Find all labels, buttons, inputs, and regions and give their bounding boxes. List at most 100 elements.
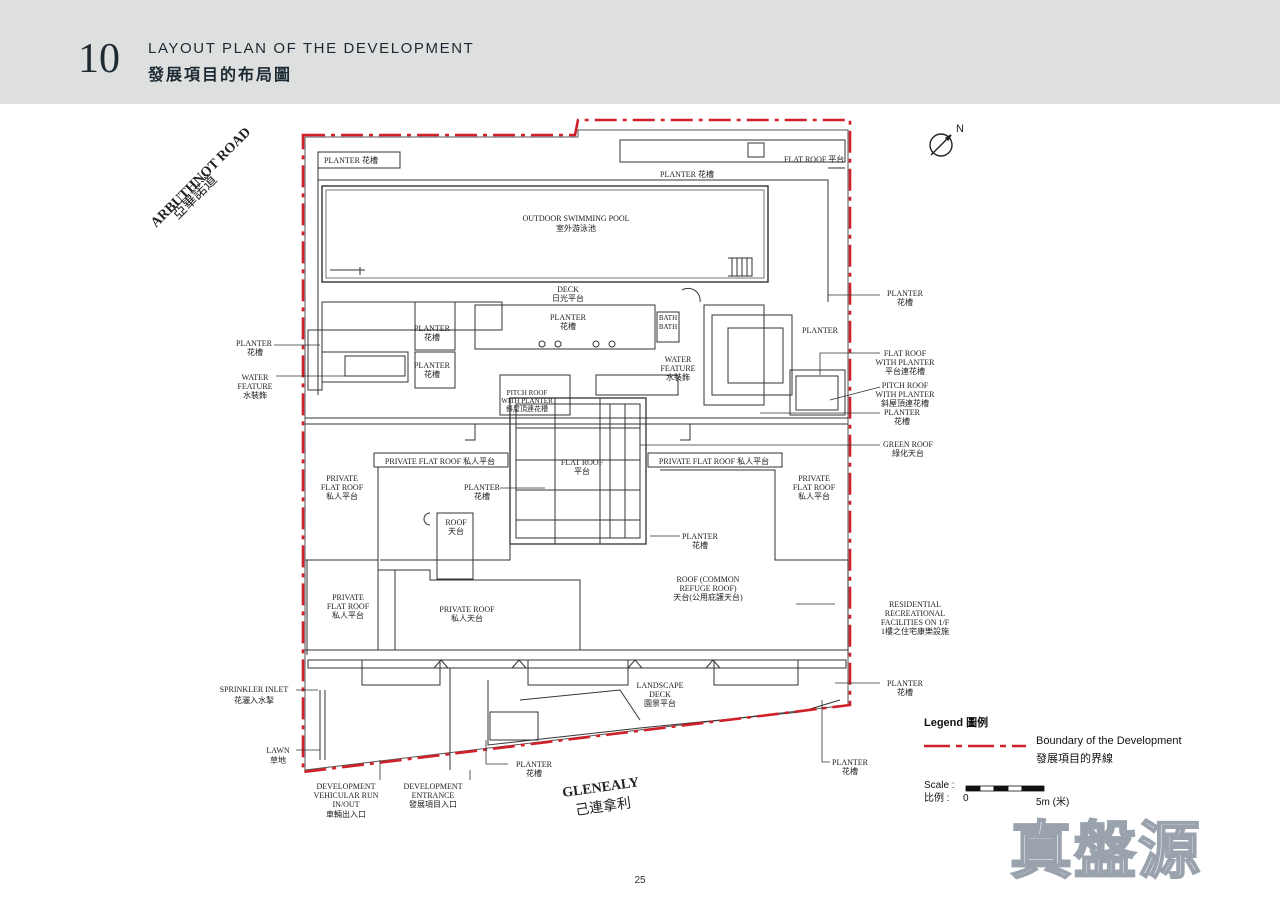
planter-label-bottom-center-zh: 花槽 [526, 768, 542, 778]
scale-start-label: 0 [963, 793, 969, 804]
pitch-roof-label: WITH PLANTER [501, 397, 553, 405]
private-flat-roof-left: PRIVATE [326, 474, 358, 483]
planter-label-bottom: PLANTER [832, 758, 869, 767]
landscape-deck-label: DECK [649, 690, 671, 699]
vehicular-run-label: VEHICULAR RUN [313, 791, 378, 800]
water-feature-label: WATER [665, 355, 692, 364]
planter-label-bottom-right-zh: 花槽 [897, 687, 913, 697]
legend-title: Legend 圖例 [924, 717, 989, 729]
flat-roof-core-label-zh: 平台 [574, 466, 590, 476]
development-entrance-label: ENTRANCE [412, 791, 455, 800]
section-number: 10 [78, 36, 120, 82]
planter-label-top-left: PLANTER 花槽 [324, 155, 378, 165]
landscape-deck-label: LANDSCAPE [636, 681, 683, 690]
green-roof-label: GREEN ROOF [883, 440, 934, 449]
scale-bar [965, 785, 1045, 792]
water-feature-label-left-zh: 水裝飾 [243, 390, 267, 400]
lawn-label-zh: 草地 [270, 755, 286, 765]
page-header: 10 LAYOUT PLAN OF THE DEVELOPMENT 發展項目的布… [0, 0, 1280, 104]
private-flat-roof-right: PRIVATE [798, 474, 830, 483]
sprinkler-inlet-label-zh: 花灑入水掣 [234, 695, 274, 705]
planter-label-right-zh: 花槽 [897, 297, 913, 307]
planter-label-right: PLANTER [887, 289, 924, 298]
planter-label-right-2: PLANTER [884, 408, 921, 417]
planter-label: PLANTER [414, 324, 451, 333]
flat-roof-label-top: FLAT ROOF 平台 [784, 154, 844, 164]
residential-facilities-label: RECREATIONAL [885, 609, 946, 618]
residential-facilities-label: RESIDENTIAL [889, 600, 941, 609]
pitch-roof-label-right-zh: 斜屋頂連花槽 [881, 398, 929, 408]
flat-roof-planter-label: WITH PLANTER [876, 358, 936, 367]
page-number: 25 [634, 875, 646, 886]
private-flat-roof-left: FLAT ROOF [321, 483, 364, 492]
private-flat-roof-right: FLAT ROOF [793, 483, 836, 492]
planter-label: PLANTER [414, 361, 451, 370]
bath-label: BATH [659, 314, 677, 322]
planter-label-right-inner: PLANTER [802, 326, 839, 335]
planter-label-right-2-zh: 花槽 [894, 416, 910, 426]
vehicular-run-label: IN/OUT [332, 800, 359, 809]
section-title-en: LAYOUT PLAN OF THE DEVELOPMENT [148, 40, 475, 57]
planter-label-top: PLANTER 花槽 [660, 169, 714, 179]
planter-label-bottom-center: PLANTER [516, 760, 553, 769]
deck-label-en: DECK [557, 285, 579, 294]
vehicular-run-label: DEVELOPMENT [316, 782, 375, 791]
flat-roof-planter-label-zh: 平台連花槽 [885, 366, 925, 376]
pitch-roof-label-right: WITH PLANTER [876, 390, 936, 399]
planter-label-zh: 花槽 [424, 332, 440, 342]
planter-label-bottom-zh: 花槽 [842, 766, 858, 776]
pool-label-zh: 室外游泳池 [556, 223, 596, 233]
sprinkler-inlet-label: SPRINKLER INLET [220, 685, 289, 694]
bath-label: BATH [659, 323, 677, 331]
legend-boundary-zh: 發展項目的界線 [1036, 752, 1113, 765]
green-roof-label-zh: 綠化天台 [892, 448, 924, 458]
water-feature-label-left: WATER [242, 373, 269, 382]
private-flat-roof-lower-zh: 私人平台 [332, 610, 364, 620]
flat-roof-planter-label: FLAT ROOF [884, 349, 927, 358]
watermark: 真盤源 [1009, 813, 1203, 888]
pitch-roof-label: PITCH ROOF [507, 389, 548, 397]
arbuthnot-road-en: ARBUTHNOT ROAD [148, 125, 254, 231]
scale-label-zh: 比例 : [924, 793, 950, 804]
boundary-of-development [301, 118, 852, 774]
north-arrow-icon [929, 133, 953, 157]
water-feature-label-left: FEATURE [237, 382, 272, 391]
planter-label-left-zh: 花槽 [247, 347, 263, 357]
development-entrance-label-zh: 發展項目入口 [409, 800, 457, 809]
planter-label-core-zh: 花槽 [474, 491, 490, 501]
common-refuge-roof-label: ROOF (COMMON [677, 575, 740, 584]
water-feature-label-zh: 水裝飾 [666, 372, 690, 382]
pitch-roof-label-zh: 斜屋頂連花槽 [506, 404, 548, 413]
common-refuge-roof-label: REFUGE ROOF) [679, 584, 736, 593]
landscape-deck-label-zh: 園景平台 [644, 698, 676, 708]
planter-label-left: PLANTER [236, 339, 273, 348]
planter-label: PLANTER [550, 313, 587, 322]
site-outline [304, 129, 849, 771]
common-refuge-roof-label-zh: 天台(公用庇護天台) [673, 592, 743, 602]
residential-facilities-label-zh: 1樓之住宅康樂設施 [881, 626, 949, 636]
north-label: N [956, 123, 964, 135]
pool-label-en: OUTDOOR SWIMMING POOL [522, 214, 629, 223]
flat-roof-core-label: FLAT ROOF [561, 458, 604, 467]
private-roof-label: PRIVATE ROOF [439, 605, 495, 614]
planter-label-zh: 花槽 [424, 369, 440, 379]
pitch-roof-label-right: PITCH ROOF [882, 381, 929, 390]
legend-boundary-en: Boundary of the Development [1036, 735, 1182, 747]
private-flat-roof-banner-left: PRIVATE FLAT ROOF 私人平台 [385, 456, 495, 466]
development-entrance-label: DEVELOPMENT [403, 782, 462, 791]
private-flat-roof-lower: PRIVATE [332, 593, 364, 602]
scale-label: Scale : 比例 : [924, 779, 955, 805]
private-roof-label-zh: 私人天台 [451, 613, 483, 623]
planter-label-core: PLANTER [464, 483, 501, 492]
planter-label-bottom-right: PLANTER [887, 679, 924, 688]
private-flat-roof-lower: FLAT ROOF [327, 602, 370, 611]
planter-label-core-right: PLANTER [682, 532, 719, 541]
section-title-zh: 發展項目的布局圖 [148, 65, 293, 84]
residential-facilities-label: FACILITIES ON 1/F [881, 618, 950, 627]
lawn-label: LAWN [266, 746, 290, 755]
water-feature-label: FEATURE [660, 364, 695, 373]
private-flat-roof-left-zh: 私人平台 [326, 491, 358, 501]
planter-label-zh: 花槽 [560, 321, 576, 331]
planter-label-core-right-zh: 花槽 [692, 540, 708, 550]
private-flat-roof-right-zh: 私人平台 [798, 491, 830, 501]
